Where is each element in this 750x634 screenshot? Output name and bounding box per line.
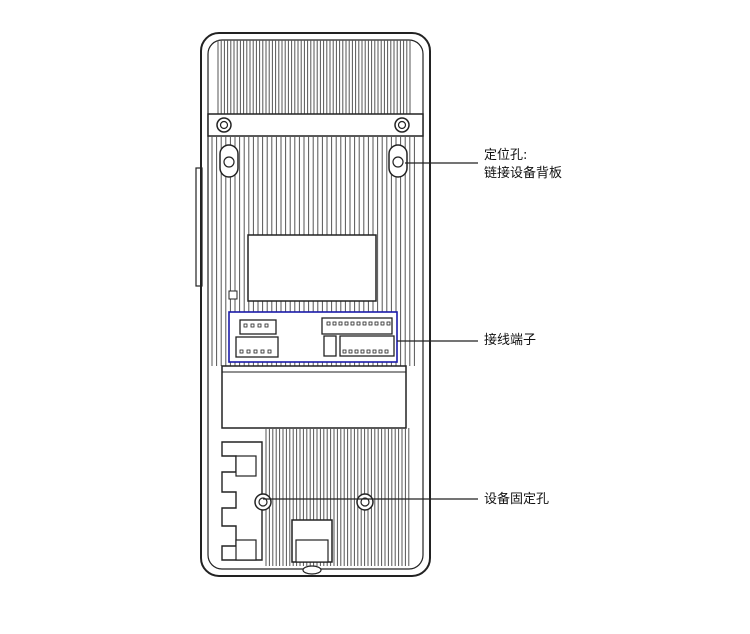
terminal-pin	[378, 349, 383, 354]
terminal-highlight-box	[228, 311, 398, 363]
terminal-pin	[354, 349, 359, 354]
bottom-vent	[302, 565, 322, 575]
terminal-connector-left	[235, 319, 279, 358]
left-bracket	[221, 441, 263, 561]
device-fixing-hole-callout: 设备固定孔	[484, 492, 550, 507]
terminal-pin	[386, 321, 391, 326]
side-clip	[195, 167, 203, 287]
terminal-pin	[356, 321, 361, 326]
terminal-pin	[372, 349, 377, 354]
terminal-pin	[338, 321, 343, 326]
mounting-bar	[207, 113, 424, 137]
small-square	[228, 290, 238, 300]
terminal-pin	[326, 321, 331, 326]
housing-outline	[200, 32, 431, 577]
terminal-pin	[360, 349, 365, 354]
terminal-connector-right	[321, 317, 395, 357]
heatsink-fins-bottom	[265, 428, 410, 566]
terminal-pin	[380, 321, 385, 326]
mounting-screw-right	[394, 117, 410, 133]
terminal-pin	[267, 349, 272, 354]
mounting-hole-callout: 定位孔: 链接设备背板	[484, 147, 562, 183]
mounting-screw-left	[216, 117, 232, 133]
fixing-hole-right	[356, 493, 374, 511]
mounting-hole-desc: 链接设备背板	[484, 166, 563, 181]
terminal-pin	[253, 349, 258, 354]
keyhole-right	[388, 144, 408, 178]
terminal-pin	[250, 323, 255, 328]
mounting-hole-title: 定位孔:	[484, 148, 528, 163]
terminal-pin	[239, 349, 244, 354]
terminal-pin	[384, 349, 389, 354]
terminal-pin	[243, 323, 248, 328]
fixing-hole-left	[254, 493, 272, 511]
heatsink-fins-top	[217, 40, 411, 114]
bottom-connector	[291, 519, 333, 563]
terminal-block-callout: 接线端子	[484, 333, 537, 348]
terminal-pin	[368, 321, 373, 326]
cover-plate	[221, 365, 407, 429]
terminal-pin	[246, 349, 251, 354]
terminal-pin	[257, 323, 262, 328]
terminal-pin	[260, 349, 265, 354]
keyhole-left	[219, 144, 239, 178]
terminal-pin	[348, 349, 353, 354]
label-plate	[247, 234, 377, 302]
terminal-pin	[350, 321, 355, 326]
terminal-pin	[374, 321, 379, 326]
terminal-pin	[344, 321, 349, 326]
terminal-pin	[332, 321, 337, 326]
terminal-pin	[264, 323, 269, 328]
terminal-pin	[362, 321, 367, 326]
terminal-pin	[342, 349, 347, 354]
terminal-pin	[366, 349, 371, 354]
